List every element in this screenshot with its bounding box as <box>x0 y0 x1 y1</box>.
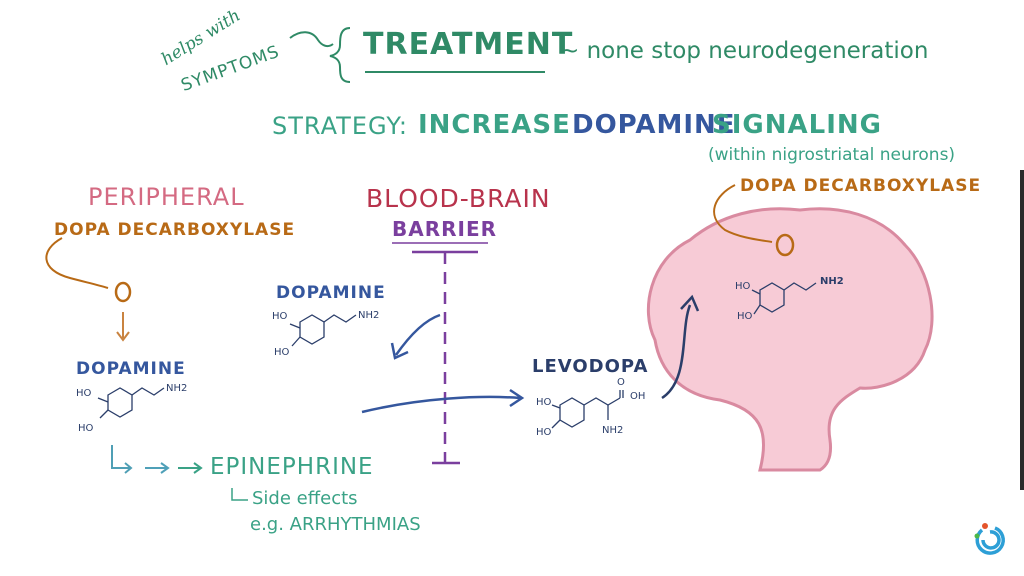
levodopa-structure <box>551 390 624 429</box>
arrhythmias-text: e.g. ARRHYTHMIAS <box>250 514 421 535</box>
strategy-dopamine: DOPAMINE <box>572 110 736 140</box>
chem-ho-6: HO <box>536 427 552 438</box>
brain-outline <box>647 207 934 472</box>
chem-nh2-4: NH2 <box>820 276 844 287</box>
bbb-subtitle: BARRIER <box>392 217 498 241</box>
side-effects-text: Side effects <box>252 488 358 509</box>
symptoms-connector <box>289 31 334 48</box>
chem-ho-8: HO <box>737 311 753 322</box>
within-nigrostriatal-text: (within nigrostriatal neurons) <box>708 145 956 165</box>
chem-ho-4: HO <box>274 347 290 358</box>
peripheral-title: PERIPHERAL <box>88 183 245 211</box>
levodopa-into-brain-arrow <box>661 304 692 400</box>
epinephrine-label: EPINEPHRINE <box>210 454 374 480</box>
side-effects-hook <box>231 488 248 501</box>
chem-nh2-3: NH2 <box>602 425 624 436</box>
chem-oh: OH <box>630 391 646 402</box>
dopamine-blocked-arrow <box>394 313 441 356</box>
chem-nh2-2: NH2 <box>358 310 380 321</box>
epinephrine-hook <box>111 445 130 469</box>
levodopa-crossing-arrow <box>361 395 521 414</box>
chem-nh2-1: NH2 <box>166 383 188 394</box>
bbb-title: BLOOD-BRAIN <box>366 184 551 213</box>
none-stop-text: ~ none stop neurodegeneration <box>560 38 929 64</box>
dopamine-structure-peripheral <box>97 387 165 419</box>
right-border <box>1020 170 1024 490</box>
brain-enzyme-label: DOPA DECARBOXYLASE <box>740 176 982 196</box>
strategy-increase: INCREASE <box>418 110 571 140</box>
chem-ho-1: HO <box>76 388 92 399</box>
dopamine-structure-brain <box>751 282 817 315</box>
strategy-prefix: STRATEGY: <box>272 112 408 140</box>
chem-ho-7: HO <box>735 281 751 292</box>
chem-o: O <box>617 377 625 388</box>
treatment-title: TREATMENT <box>363 27 574 62</box>
levodopa-label: LEVODOPA <box>532 356 649 377</box>
treatment-brace <box>329 27 351 83</box>
peripheral-enzyme-label: DOPA DECARBOXYLASE <box>54 220 296 240</box>
barrier-dopamine-label: DOPAMINE <box>276 283 386 303</box>
brain-enzyme-circle <box>775 233 795 257</box>
chem-ho-3: HO <box>272 311 288 322</box>
peripheral-enzyme-connector <box>45 237 109 289</box>
peripheral-dopamine-label: DOPAMINE <box>76 359 186 379</box>
peripheral-enzyme-circle <box>114 281 132 303</box>
chem-ho-5: HO <box>536 397 552 408</box>
strategy-signaling: SIGNALING <box>712 110 882 140</box>
osmosis-logo <box>974 523 1005 555</box>
dopamine-structure-barrier <box>289 314 357 347</box>
chem-ho-2: HO <box>78 423 94 434</box>
brain-enzyme-connector <box>713 184 773 243</box>
